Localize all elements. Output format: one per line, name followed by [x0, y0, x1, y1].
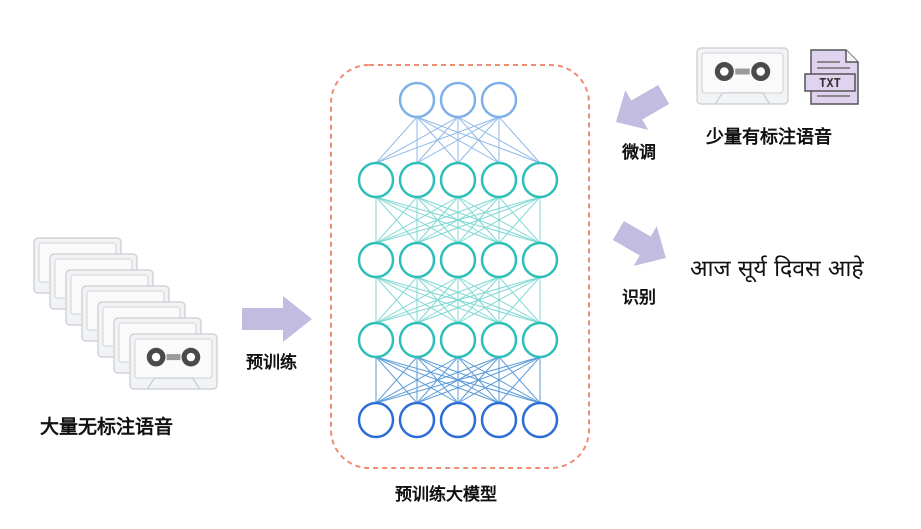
neuron [439, 81, 477, 119]
unlabeled-audio-caption: 大量无标注语音 [40, 416, 174, 438]
network-connection [375, 196, 541, 244]
neuron [521, 161, 559, 199]
network-connection [416, 276, 541, 324]
model-caption: 预训练大模型 [395, 485, 497, 505]
neuron [398, 241, 436, 279]
neuron [521, 321, 559, 359]
pretrain-arrow [242, 296, 312, 342]
network-neurons [357, 81, 559, 439]
network-connections [375, 116, 541, 404]
network-connection [498, 116, 541, 164]
network-connection [416, 116, 541, 164]
neuron [480, 401, 518, 439]
network-connection [457, 356, 541, 404]
neuron [398, 81, 436, 119]
network-connection [375, 356, 459, 404]
network-connection [457, 276, 541, 324]
recognize-arrow [612, 220, 666, 266]
neuron [398, 161, 436, 199]
neuron [521, 241, 559, 279]
network-connection [375, 276, 459, 324]
recognize-arrow-label: 识别 [622, 288, 656, 308]
network-connection [375, 356, 500, 404]
labeled-audio-caption: 少量有标注语音 [706, 127, 832, 148]
neuron [439, 401, 477, 439]
network-connection [375, 196, 500, 244]
txt-file-icon: TXT [804, 49, 859, 105]
network-connection [457, 196, 541, 244]
network-connection [498, 276, 541, 324]
pretrain-arrow-label: 预训练 [246, 353, 297, 373]
network-connection [375, 356, 541, 404]
neuron [480, 161, 518, 199]
neuron [439, 241, 477, 279]
network-connection [498, 196, 541, 244]
neuron [357, 161, 395, 199]
network-connection [416, 116, 459, 164]
network-connection [416, 196, 541, 244]
neuron [521, 401, 559, 439]
network-connection [375, 196, 418, 244]
neuron [357, 321, 395, 359]
model-frame [330, 64, 590, 469]
neuron [439, 161, 477, 199]
labeled-audio-cassette-icon [696, 47, 789, 105]
network-connection [498, 356, 541, 404]
neuron [398, 321, 436, 359]
network-connection [375, 276, 541, 324]
neuron [480, 241, 518, 279]
cassette-icon [129, 333, 218, 390]
neuron [480, 321, 518, 359]
txt-file-label: TXT [819, 76, 841, 90]
network-connection [375, 276, 500, 324]
network-connection [375, 356, 418, 404]
network-connection [416, 116, 500, 164]
network-connection [375, 276, 418, 324]
neuron [357, 241, 395, 279]
neuron [357, 401, 395, 439]
neuron [480, 81, 518, 119]
network-connection [375, 196, 459, 244]
neuron [439, 321, 477, 359]
network-connection [457, 116, 541, 164]
network-connection [375, 116, 418, 164]
cassette-icon [696, 47, 789, 105]
recognition-output-text: आज सूर्य दिवस आहे [690, 256, 864, 282]
finetune-arrow-label: 微调 [622, 143, 656, 163]
neuron [398, 401, 436, 439]
network-connection [416, 356, 541, 404]
unlabeled-audio-stack [33, 237, 218, 390]
finetune-arrow [616, 84, 670, 130]
